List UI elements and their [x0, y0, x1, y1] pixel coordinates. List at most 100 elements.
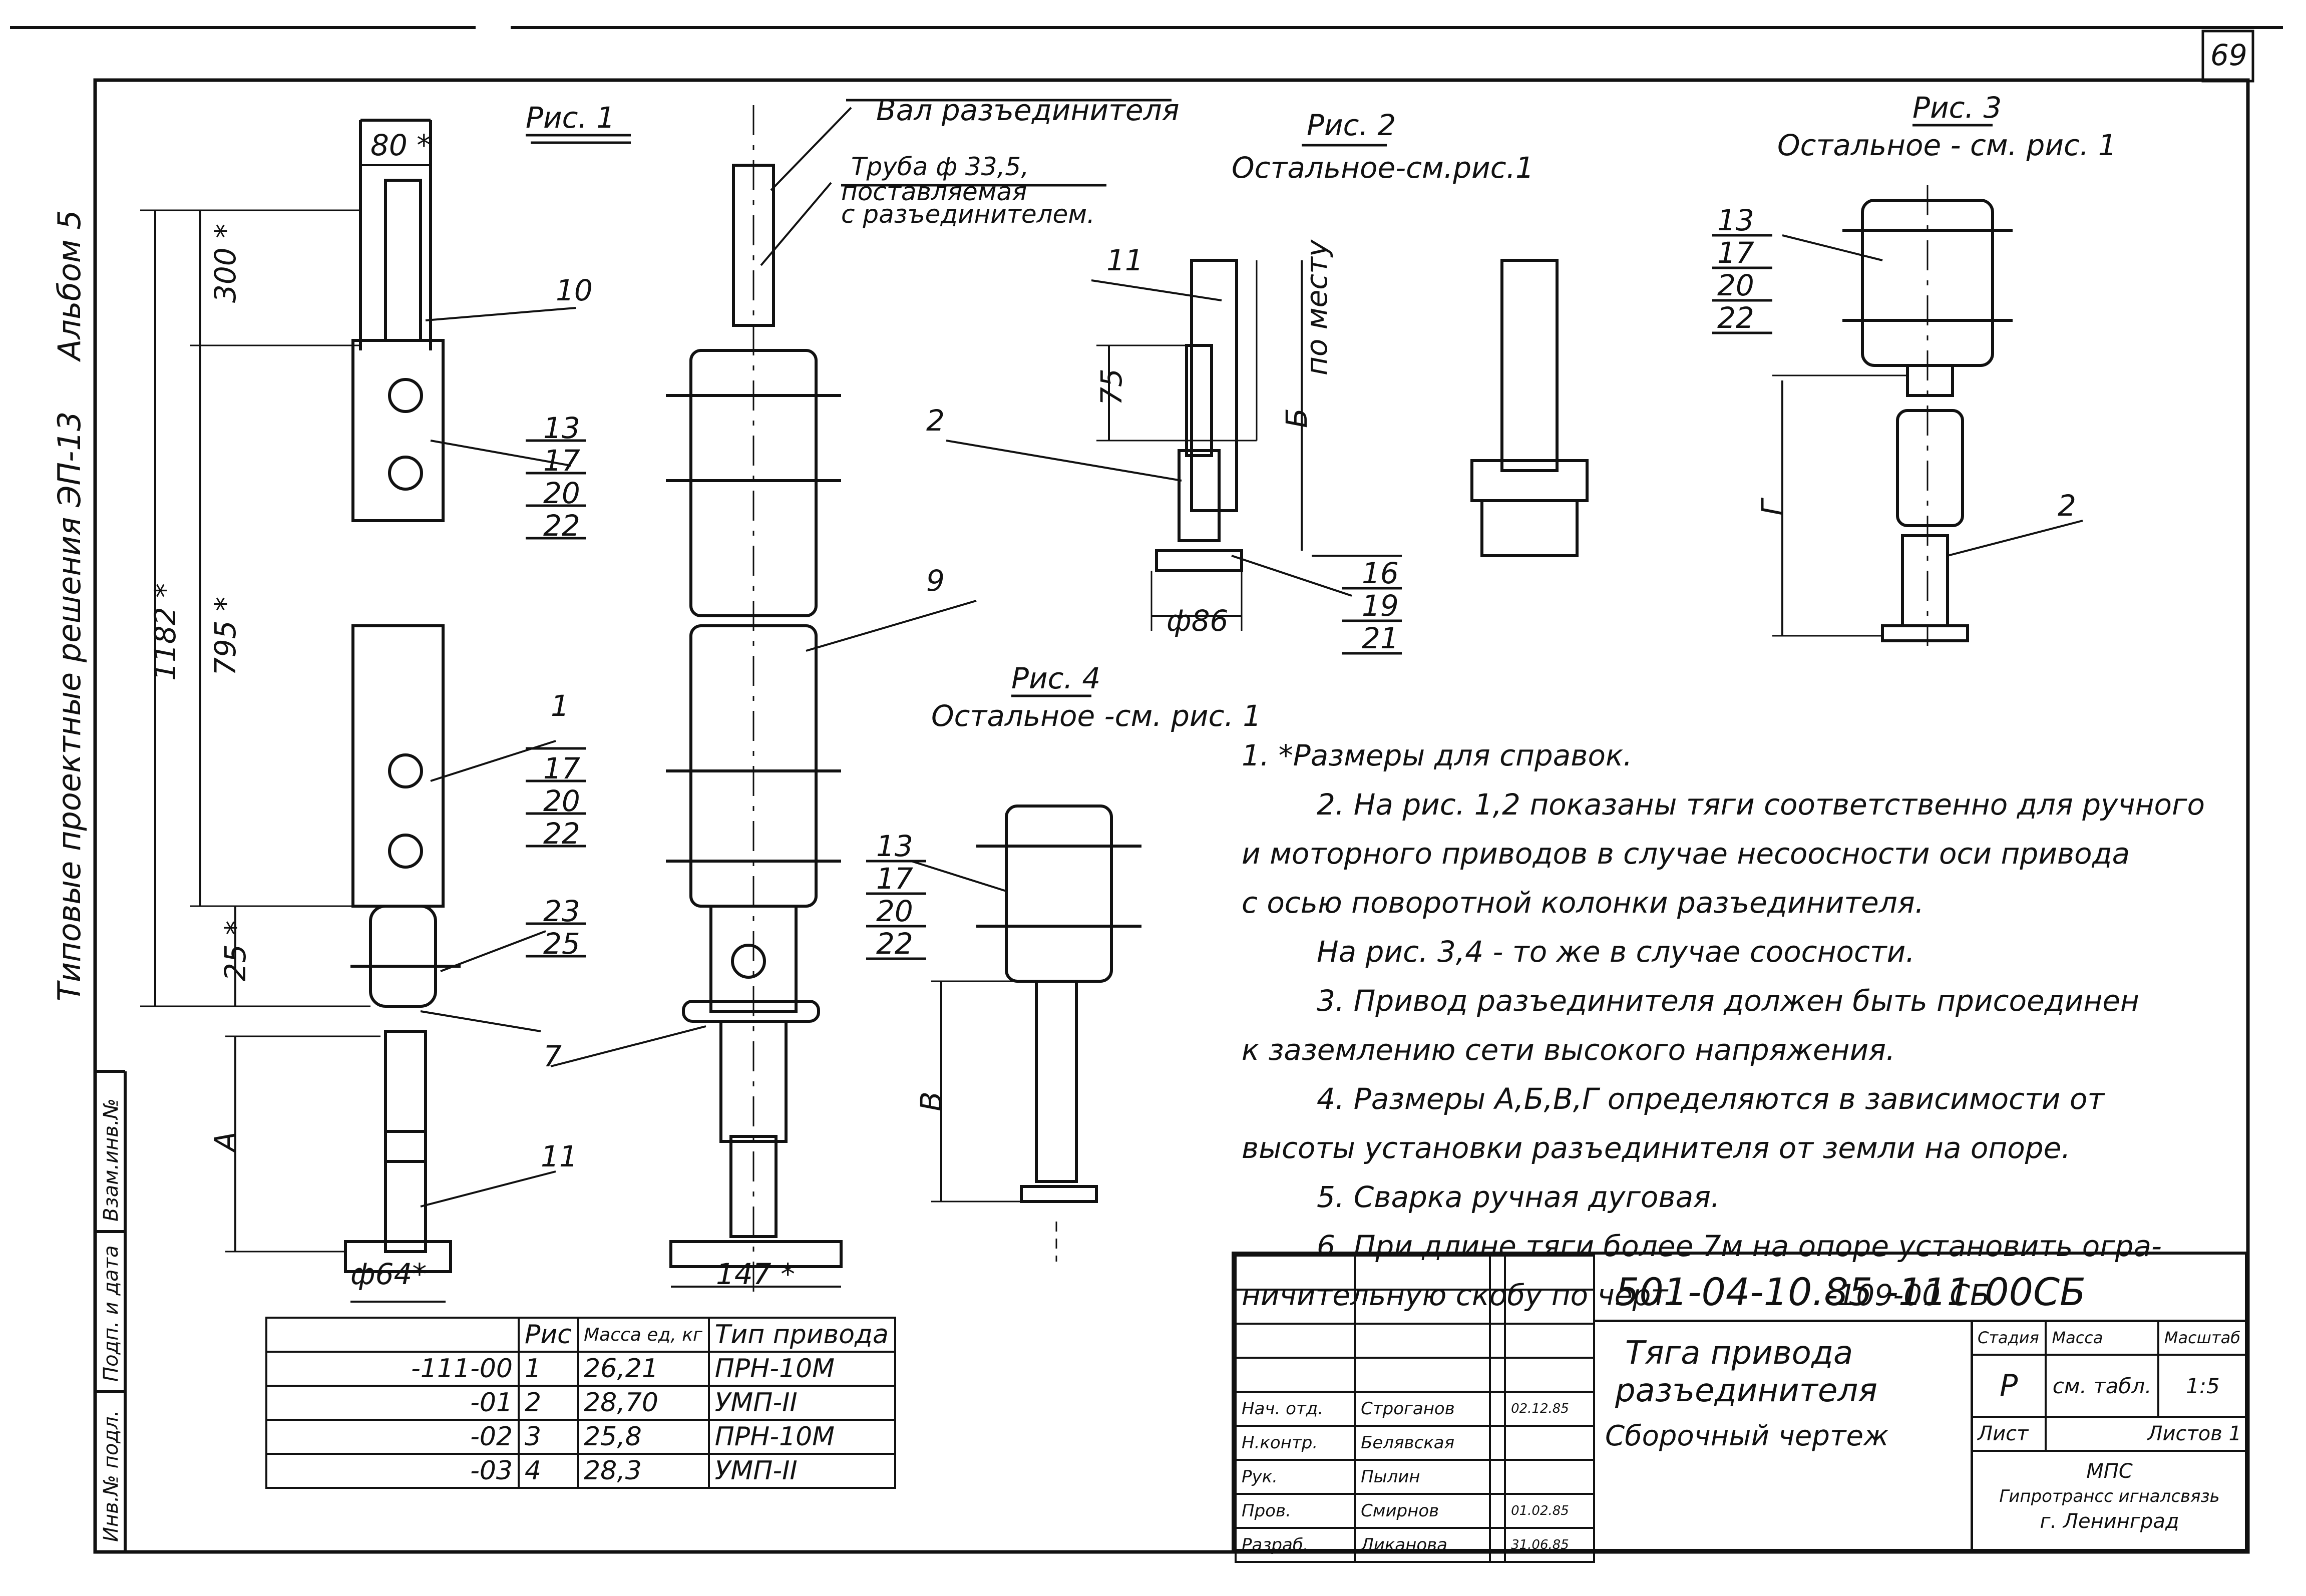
sheets-count: Листов 1	[2045, 1416, 2248, 1452]
note-line: с осью поворотной колонки разъединителя.	[1242, 886, 1925, 920]
table-header-cell	[265, 1317, 520, 1353]
fig3-subtitle: Остальное - см. рис. 1	[1777, 128, 2117, 162]
shaft-label: Вал разъединителя	[876, 93, 1180, 127]
side-stamp-1: Инв.№ подл.	[100, 1410, 123, 1542]
figure-3-drawing	[1772, 185, 2083, 646]
pos-25: 25	[543, 927, 580, 961]
table-cell: 2	[517, 1385, 579, 1421]
signature-row: Н.контр.Белявская	[1234, 1425, 1595, 1461]
pos-20-fig1: 20	[543, 476, 580, 510]
pipe-label-1: Труба ф 33,5,	[851, 152, 1029, 181]
side-album-label: Альбом 5	[51, 210, 88, 362]
pos-11-fig2: 11	[1106, 243, 1143, 277]
table-cell: УМП-II	[707, 1385, 897, 1421]
table-header-cell: Масса ед, кг	[577, 1317, 710, 1353]
doc-name-3: Сборочный чертеж	[1605, 1420, 1889, 1452]
note-line: 5. Сварка ручная дуговая.	[1317, 1180, 1720, 1214]
scale-value: 1:5	[2157, 1354, 2249, 1418]
general-notes: 1. *Размеры для справок. 2. На рис. 1,2 …	[1242, 731, 2243, 1320]
table-cell: 26,21	[577, 1351, 710, 1387]
pos-22-fig1: 22	[543, 509, 580, 543]
fig4-subtitle: Остальное -см. рис. 1	[931, 699, 1261, 733]
table-row: -01 2 28,70 УМП-II	[265, 1385, 897, 1421]
dim-147: 147 *	[716, 1257, 795, 1291]
pos-13-fig3: 13	[1717, 203, 1754, 237]
mass-label: Масса	[2045, 1320, 2159, 1356]
note-line: к заземлению сети высокого напряжения.	[1242, 1033, 1895, 1067]
fig2-title: Рис. 2	[1307, 108, 1396, 142]
note-line: и моторного приводов в случае несоосност…	[1242, 837, 2130, 871]
table-cell: ПРН-10М	[707, 1351, 897, 1387]
table-row: -111-00 1 26,21 ПРН-10М	[265, 1351, 897, 1387]
pos-20-b: 20	[543, 784, 580, 818]
mass-value: см. табл.	[2045, 1354, 2159, 1418]
pos-17-b: 17	[543, 751, 580, 785]
pos-9: 9	[926, 564, 945, 598]
org-institute: Гипротрансс игналсвязь	[1999, 1486, 2220, 1506]
doc-name-2: разъединителя	[1615, 1372, 1877, 1409]
dim-64: ф64*	[350, 1257, 427, 1291]
pos-2-fig3: 2	[2058, 489, 2076, 523]
table-cell: 25,8	[577, 1419, 710, 1455]
pos-17-fig3: 17	[1717, 236, 1754, 270]
pipe-assembly-drawing	[550, 99, 1172, 1302]
note-line: 4. Размеры А,Б,В,Г определяются в зависи…	[1317, 1082, 2105, 1116]
table-header-cell: Рис	[517, 1317, 579, 1353]
pos-10: 10	[556, 273, 593, 307]
dim-80: 80 *	[370, 128, 431, 162]
table-cell: 28,3	[577, 1453, 710, 1489]
table-cell: 4	[517, 1453, 579, 1489]
table-cell: -03	[265, 1453, 520, 1489]
drawing-frame	[93, 78, 2250, 1554]
pos-22-b: 22	[543, 817, 580, 851]
figure-4-drawing	[911, 805, 1141, 1262]
pipe-label-2: поставляемая	[841, 177, 1027, 206]
pos-20-fig3: 20	[1717, 268, 1754, 302]
doc-name-1: Тяга привода	[1625, 1335, 1853, 1372]
org-ministry: МПС	[2086, 1460, 2133, 1483]
fig1-title: Рис. 1	[526, 101, 615, 135]
dim-G: Г	[1755, 497, 1789, 516]
dim-300: 300 *	[208, 224, 242, 303]
org-city: г. Ленинград	[2040, 1510, 2179, 1533]
pos-16: 16	[1362, 556, 1399, 590]
stage-mass-scale-table: Стадия Масса Масштаб Р см. табл. 1:5 Лис…	[1970, 1320, 2249, 1452]
scale-label: Масштаб	[2157, 1320, 2249, 1356]
pos-11-fig1: 11	[541, 1139, 578, 1173]
signature-row: Рук.Пылин	[1234, 1459, 1595, 1495]
table-cell: 3	[517, 1419, 579, 1455]
dim-1182: 1182 *	[148, 583, 182, 681]
page-number: 69	[2210, 38, 2247, 72]
stage-label: Стадия	[1970, 1320, 2047, 1356]
figure-1-drawing	[140, 119, 631, 1303]
table-cell: 1	[517, 1351, 579, 1387]
figure-2-side-view	[1470, 259, 1589, 557]
dim-V: В	[914, 1091, 948, 1111]
organization: МПС Гипротрансс игналсвязь г. Ленинград	[1971, 1459, 2248, 1534]
pos-13-fig1: 13	[543, 411, 580, 445]
note-line: 3. Привод разъединителя должен быть прис…	[1317, 984, 2139, 1018]
table-cell: -02	[265, 1419, 520, 1455]
note-ref: -109-00 СБ	[1827, 1278, 1990, 1312]
dim-25: 25 *	[218, 921, 252, 981]
dim-795: 795 *	[208, 597, 242, 676]
pos-20-fig4: 20	[876, 894, 913, 928]
doc-code: 501-04-10.85 -111-00СБ	[1615, 1270, 2086, 1314]
table-row: -03 4 28,3 УМП-II	[265, 1453, 897, 1489]
pos-21: 21	[1362, 621, 1399, 655]
note-line: 1. *Размеры для справок.	[1242, 738, 1633, 772]
pos-13-fig4: 13	[876, 829, 913, 863]
variants-table: Рис Масса ед, кг Тип привода -111-00 1 2…	[265, 1317, 897, 1489]
figure-2-drawing	[946, 259, 1402, 631]
table-cell: УМП-II	[707, 1453, 897, 1489]
dim-75: 75	[1094, 368, 1128, 406]
pos-23: 23	[543, 894, 580, 928]
table-header-row: Рис Масса ед, кг Тип привода	[265, 1317, 897, 1353]
pos-1: 1	[551, 689, 569, 723]
table-cell: -01	[265, 1385, 520, 1421]
dim-A: А	[208, 1131, 242, 1153]
